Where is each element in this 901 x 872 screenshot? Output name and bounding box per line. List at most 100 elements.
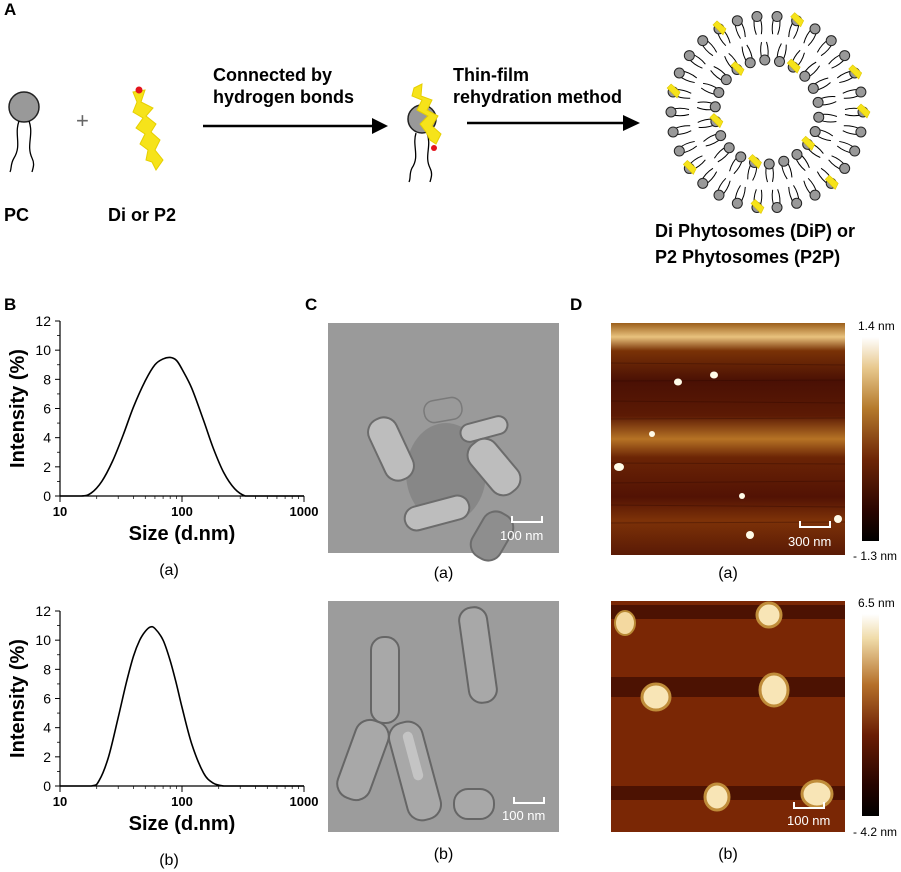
lipid-icon — [703, 130, 727, 147]
product-line1: Di Phytosomes (DiP) or — [655, 221, 856, 241]
lipid-icon — [713, 142, 735, 163]
lipid-icon — [729, 151, 747, 175]
tem-image-a: 100 nm — [328, 323, 559, 562]
product-label: Di Phytosomes (DiP) or P2 Phytosomes (P2… — [655, 218, 855, 270]
y-tick-label: 0 — [43, 488, 51, 504]
afm-surface-b — [611, 601, 845, 832]
lipid-icon — [771, 189, 783, 213]
y-tick-label: 4 — [43, 430, 51, 446]
lipid-icon — [803, 177, 821, 201]
panel-label-a: A — [4, 0, 17, 19]
lipid-icon — [786, 49, 805, 74]
lipid-icon — [750, 189, 765, 214]
lipid-icon — [683, 50, 706, 69]
lipid-icon — [774, 43, 787, 68]
tem-particles-a — [328, 323, 559, 562]
size-distribution-line — [59, 625, 304, 787]
pc-label: PC — [4, 205, 30, 225]
afm-caption-a: (a) — [718, 565, 738, 582]
di-p2-molecule-icon — [132, 86, 164, 171]
y-tick-label: 2 — [43, 749, 51, 765]
chart-caption: (a) — [159, 562, 179, 579]
tem-caption-a: (a) — [433, 565, 454, 582]
y-tick-label: 6 — [43, 401, 51, 417]
lipid-icon — [771, 11, 783, 35]
lipid-icon — [842, 125, 867, 138]
x-axis-label: Size (d.nm) — [129, 523, 236, 545]
arrow-1 — [203, 118, 388, 134]
lipid-icon — [666, 83, 692, 99]
lipid-icon — [807, 77, 831, 94]
panel-label-d: D — [570, 295, 583, 314]
y-tick-label: 6 — [43, 691, 51, 707]
x-tick-label: 10 — [53, 504, 67, 519]
afm-scale-label-b: 100 nm — [787, 813, 831, 828]
step1-line2: hydrogen bonds — [213, 87, 354, 107]
y-tick-label: 4 — [43, 720, 51, 736]
afm-scale-bar-b — [793, 802, 825, 809]
lipid-icon — [713, 177, 731, 201]
lipid-icon — [828, 155, 851, 174]
x-tick-label: 10 — [53, 794, 67, 809]
lipid-icon — [836, 64, 863, 84]
y-tick-label: 0 — [43, 778, 51, 794]
colorbar-b-max: 6.5 nm — [858, 596, 895, 610]
lipid-icon — [842, 86, 867, 99]
lipid-icon — [813, 111, 838, 123]
lipid-icon — [759, 41, 771, 66]
arrow-2 — [467, 115, 640, 131]
colorbar-b-min: - 4.2 nm — [853, 825, 898, 839]
x-axis-label: Size (d.nm) — [129, 813, 236, 835]
lipid-icon — [673, 67, 698, 84]
step1-line1: Connected by — [213, 65, 333, 85]
lipid-icon — [724, 52, 745, 77]
lipid-icon — [673, 140, 698, 157]
tem-caption-b: (b) — [433, 846, 454, 863]
step1-label: Connected by hydrogen bonds — [213, 64, 354, 108]
lipid-icon — [799, 61, 821, 82]
lipid-icon — [828, 50, 851, 69]
plus-sign: + — [76, 108, 89, 133]
colorbar-a-max: 1.4 nm — [858, 319, 895, 333]
x-tick-label: 1000 — [290, 794, 319, 809]
lipid-icon — [712, 20, 731, 47]
lipid-icon — [751, 11, 763, 35]
afm-particles-b — [614, 601, 834, 812]
lipid-icon — [710, 66, 732, 86]
lipid-icon — [741, 44, 756, 69]
lipid-icon — [667, 125, 692, 138]
size-distribution-line — [59, 356, 304, 497]
lipid-icon — [697, 167, 718, 189]
afm-image-b: 100 nm — [611, 601, 845, 832]
y-tick-label: 12 — [35, 313, 51, 329]
lipid-icon — [731, 185, 746, 209]
lipid-icon — [844, 103, 871, 119]
lipid-icon — [801, 135, 824, 158]
pc-molecule-icon — [8, 91, 40, 173]
pc-complex-icon — [407, 83, 442, 183]
y-tick-label: 8 — [43, 661, 51, 677]
colorbar-a-min: - 1.3 nm — [853, 549, 898, 563]
lipid-icon — [700, 82, 725, 98]
step2-label: Thin-film rehydration method — [453, 64, 622, 108]
lipid-icon — [788, 12, 805, 39]
lipid-icon — [816, 167, 839, 190]
colorbar-a — [862, 337, 879, 541]
y-axis-label: Intensity (%) — [7, 349, 29, 468]
phytosome-vesicle-icon — [665, 11, 871, 214]
colorbar-b — [862, 614, 879, 816]
product-line2: P2 Phytosomes (P2P) — [655, 247, 841, 267]
tem-image-b: 100 nm — [328, 601, 559, 832]
y-tick-label: 10 — [35, 632, 51, 648]
afm-scale-label-a: 300 nm — [788, 534, 832, 549]
afm-caption-b: (b) — [718, 846, 738, 863]
lipid-icon — [747, 154, 762, 181]
afm-scale-bar-a — [799, 521, 831, 528]
lipid-icon — [778, 155, 793, 180]
lipid-icon — [816, 35, 837, 57]
afm-surface-a — [610, 323, 846, 555]
x-tick-label: 1000 — [290, 504, 319, 519]
panel-label-c: C — [305, 295, 318, 314]
lipid-icon — [812, 96, 837, 108]
